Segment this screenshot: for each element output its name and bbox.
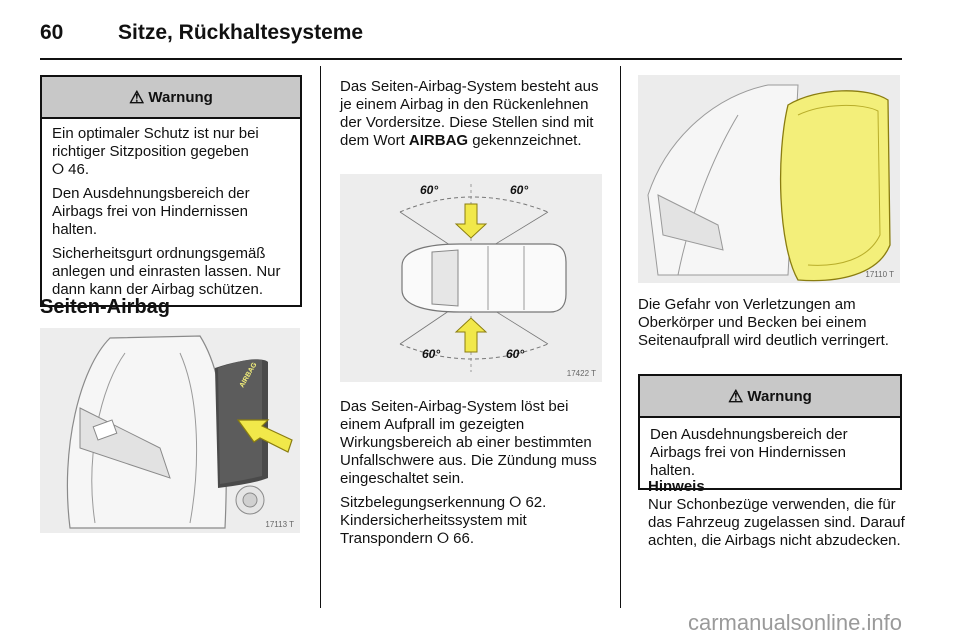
warning-text-3: Sicherheitsgurt ordnungsgemäß anlegen un… (52, 245, 281, 298)
page-number: 60 (40, 21, 64, 44)
page-ref: ⭘ 46. (52, 161, 90, 178)
trigger-paragraph: Das Seiten-Airbag-System löst bei einem … (340, 398, 597, 487)
hinweis-text: Nur Schonbezüge verwenden, die für das F… (648, 496, 905, 549)
trigger-text: Das Seiten-Airbag-System löst bei einem … (340, 398, 608, 554)
arrow-down-icon (454, 203, 488, 239)
column-divider-2 (620, 66, 621, 608)
hinweis-block: Hinweis Nur Schonbezüge verwenden, die f… (648, 478, 906, 550)
warning-text: Den Ausdehnungsbereich der Airbags frei … (650, 426, 848, 479)
watermark: carmanualsonline.info (687, 610, 902, 635)
warning-header: ⚠ Warnung (42, 77, 300, 119)
figure-code: 17113 T (265, 520, 294, 529)
warning-text-2: Den Ausdehnungsbereich der Airbags frei … (52, 185, 250, 238)
column-divider-1 (320, 66, 321, 608)
page-header: 60 Sitze, Rückhaltesysteme (40, 18, 363, 48)
header-rule (40, 58, 902, 60)
hinweis-title: Hinweis (648, 478, 705, 495)
warning-body: Ein optimaler Schutz ist nur bei richtig… (42, 119, 300, 305)
section-title: Seiten-Airbag (40, 296, 171, 318)
references-paragraph: Sitzbelegungserkennung ⭘ 62. Kindersiche… (340, 494, 547, 547)
figure-code: 17422 T (566, 369, 596, 378)
warning-icon: ⚠ (728, 386, 744, 406)
deployed-airbag-illustration (638, 75, 900, 283)
warning-header: ⚠ Warnung (640, 376, 900, 418)
arrow-up-icon (454, 317, 488, 353)
angle-label-bl: 60° (422, 347, 440, 361)
warning-title: Warnung (148, 88, 213, 106)
airbag-word: AIRBAG (408, 132, 469, 149)
injury-text: Die Gefahr von Verletzungen am Oberkörpe… (638, 296, 904, 356)
pointer-arrow-icon (236, 419, 293, 453)
warning-title: Warnung (747, 387, 812, 405)
warning-box-2: ⚠ Warnung Den Ausdehnungsbereich der Air… (638, 374, 902, 490)
airbag-zone-figure: 60° 60° 60° 60° 17422 T (340, 174, 602, 382)
angle-label-tl: 60° (420, 183, 438, 197)
angle-label-tr: 60° (510, 183, 528, 197)
warning-box-1: ⚠ Warnung Ein optimaler Schutz ist nur b… (40, 75, 302, 307)
seat-airbag-label-figure: AIRBAG 17113 T (40, 328, 300, 533)
seat-illustration: AIRBAG (40, 328, 300, 533)
angle-label-br: 60° (506, 347, 524, 361)
intro-text: Das Seiten-Airbag-System besteht aus je … (340, 78, 599, 149)
deployed-airbag-figure: 17110 T (638, 75, 900, 283)
figure-code: 17110 T (865, 270, 894, 279)
warning-text-1: Ein optimaler Schutz ist nur bei richtig… (52, 125, 259, 178)
zone-diagram: 60° 60° 60° 60° (340, 174, 602, 382)
warning-body: Den Ausdehnungsbereich der Airbags frei … (640, 418, 900, 488)
airbag-cushion (779, 90, 891, 282)
warning-icon: ⚠ (129, 87, 145, 107)
injury-paragraph: Die Gefahr von Verletzungen am Oberkörpe… (638, 296, 889, 349)
chapter-title: Sitze, Rückhaltesysteme (118, 21, 364, 44)
